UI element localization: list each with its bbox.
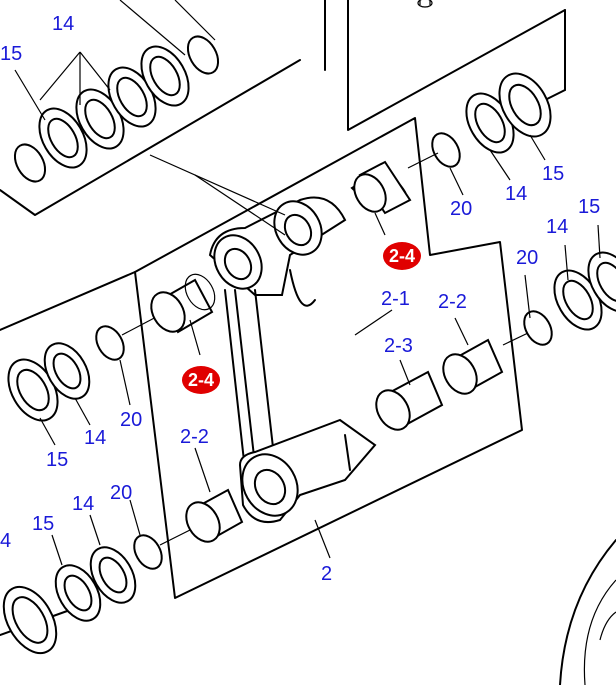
washer-20 bbox=[95, 325, 125, 361]
label-2: 2 bbox=[321, 563, 332, 585]
label-14: 14 bbox=[546, 216, 568, 238]
washer-14 bbox=[38, 107, 88, 169]
bushings bbox=[150, 160, 504, 543]
main-frame bbox=[134, 117, 523, 599]
washer-20 bbox=[133, 534, 163, 570]
washer-14 bbox=[75, 88, 125, 150]
label-2-2: 2-2 bbox=[438, 291, 467, 313]
washer-14 bbox=[553, 269, 603, 331]
lower-right-part bbox=[559, 539, 616, 685]
washer-14 bbox=[89, 546, 137, 604]
label-14: 14 bbox=[84, 427, 106, 449]
label-15: 15 bbox=[542, 163, 564, 185]
bolt-top-icon bbox=[417, 0, 433, 8]
bushing-2-4-upper bbox=[350, 160, 412, 215]
washer-20 bbox=[13, 143, 47, 183]
label-15: 15 bbox=[46, 449, 68, 471]
washer-14 bbox=[140, 45, 190, 107]
label-20: 20 bbox=[110, 482, 132, 504]
link-arm bbox=[149, 154, 377, 524]
washer-20 bbox=[431, 132, 461, 168]
washer-20 bbox=[186, 35, 220, 75]
label-15: 15 bbox=[0, 43, 22, 65]
washer-15 bbox=[7, 358, 59, 422]
label-14: 14 bbox=[52, 13, 74, 35]
washer-15 bbox=[498, 72, 552, 138]
washer-15 bbox=[2, 585, 58, 655]
label-2-1: 2-1 bbox=[381, 288, 410, 310]
label-4: 4 bbox=[0, 530, 11, 552]
right-washers bbox=[502, 224, 616, 346]
bushing-2-2-lower bbox=[185, 488, 244, 543]
bushing-2-4-left bbox=[150, 273, 216, 334]
label-2-3: 2-3 bbox=[384, 335, 413, 357]
label-20: 20 bbox=[120, 409, 142, 431]
label-14: 14 bbox=[72, 493, 94, 515]
label-20: 20 bbox=[516, 247, 538, 269]
label-20: 20 bbox=[450, 198, 472, 220]
label-14: 14 bbox=[505, 183, 527, 205]
upper-left-washers bbox=[13, 35, 220, 183]
badge-2-4-upper-text: 2-4 bbox=[389, 246, 415, 266]
bushing-2-2-right bbox=[442, 338, 504, 395]
label-2-2: 2-2 bbox=[180, 426, 209, 448]
badge-2-4-upper[interactable]: 2-4 bbox=[383, 242, 421, 270]
lower-left-washers bbox=[2, 499, 191, 655]
bushing-2-3 bbox=[375, 370, 444, 431]
upper-right-frame bbox=[347, 0, 566, 131]
washer-14 bbox=[43, 342, 91, 400]
badge-2-4-left[interactable]: 2-4 bbox=[182, 366, 220, 394]
left-middle-washers bbox=[7, 314, 161, 446]
part-labels: 14 15 20 14 15 15 14 20 15 14 20 20 14 1… bbox=[0, 13, 600, 585]
leader-lines bbox=[189, 212, 469, 559]
washer-15 bbox=[587, 251, 616, 313]
label-15: 15 bbox=[32, 513, 54, 535]
label-15: 15 bbox=[578, 196, 600, 218]
upper-left-frame bbox=[0, 0, 326, 216]
washer-20 bbox=[523, 310, 553, 346]
washer-15 bbox=[54, 564, 102, 622]
badge-2-4-left-text: 2-4 bbox=[188, 370, 214, 390]
upper-right-washers bbox=[407, 72, 552, 196]
